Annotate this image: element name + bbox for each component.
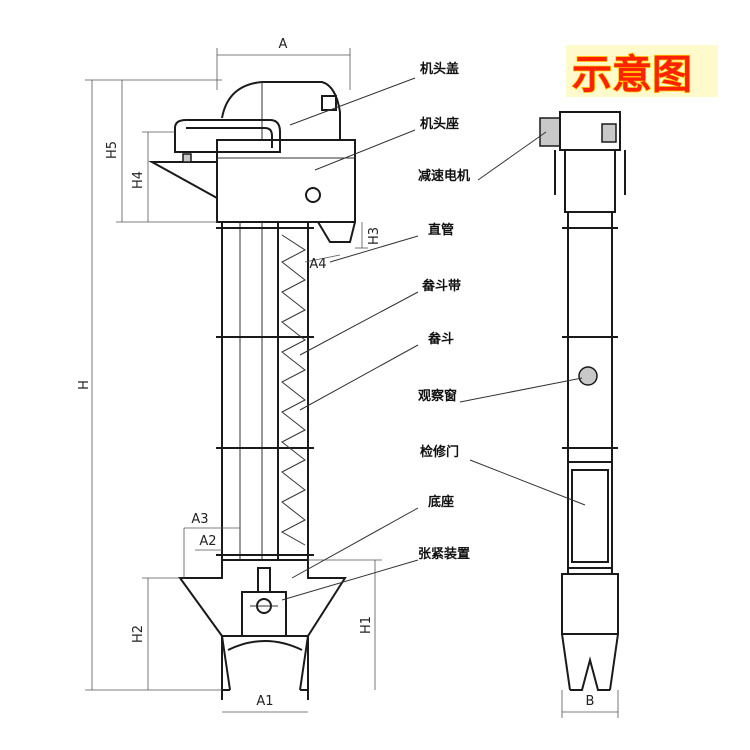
label-bucket: 畚斗 <box>427 331 454 347</box>
base-frame <box>178 559 347 637</box>
label-tensioner: 张紧装置 <box>418 546 470 562</box>
dim-h2: H2 <box>131 625 146 643</box>
leader-tensioner <box>281 559 419 601</box>
chute-bolt <box>182 153 192 163</box>
leader-head-seat <box>314 129 416 171</box>
label-motor: 减速电机 <box>418 168 470 184</box>
shaft-circle <box>305 187 321 203</box>
dim-a2: A2 <box>199 534 216 549</box>
leader-straight-pipe <box>329 235 419 263</box>
leaders <box>281 77 586 601</box>
dim-a4-line <box>304 254 341 263</box>
diagram-title: 示意图 <box>572 52 692 98</box>
leader-bucket-belt <box>299 291 419 356</box>
label-head-seat: 机头座 <box>420 116 459 132</box>
leader-door <box>469 459 586 506</box>
dim-h3: H3 <box>367 227 382 245</box>
window-circle <box>578 366 598 386</box>
return-pipe-inner <box>186 127 273 148</box>
label-straight-pipe: 直管 <box>428 222 454 238</box>
leader-head-cover <box>289 77 416 126</box>
motor-body <box>539 117 561 147</box>
label-access-door: 检修门 <box>420 444 459 460</box>
leader-window <box>459 377 583 403</box>
door-inner <box>571 469 609 563</box>
label-window: 观察窗 <box>418 388 457 404</box>
dim-a4: A4 <box>309 257 326 272</box>
dim-a3: A3 <box>191 512 208 527</box>
front-view <box>148 81 356 700</box>
door-panel <box>567 461 613 569</box>
tensioner-screw <box>257 567 271 593</box>
inlet-hopper <box>317 221 356 243</box>
discharge-chute <box>148 161 218 199</box>
dimensions: A H H5 H4 H3 A4 A3 A2 H2 H1 <box>77 37 619 718</box>
label-head-cover: 机头盖 <box>420 61 459 77</box>
side-base <box>561 573 619 635</box>
head-cover-knob <box>321 95 337 111</box>
dim-h1: H1 <box>359 616 374 634</box>
head-cover-shape <box>221 81 341 140</box>
base-arch <box>227 640 303 651</box>
label-bucket-belt: 畚斗带 <box>421 278 461 294</box>
side-head <box>564 149 616 213</box>
dim-h: H <box>77 380 92 390</box>
return-pipe <box>174 119 281 153</box>
bucket-chain <box>280 234 306 546</box>
side-view <box>539 111 626 691</box>
label-base: 底座 <box>428 494 454 510</box>
dim-a1: A1 <box>256 694 273 709</box>
motor-cap <box>601 123 617 143</box>
leader-bucket <box>299 344 419 411</box>
leader-base <box>291 507 419 579</box>
labels: 机头盖 机头座 减速电机 直管 畚斗带 畚斗 观察窗 检修门 底座 张紧装置 <box>418 61 470 562</box>
dim-h4: H4 <box>131 171 146 189</box>
head-sides <box>554 150 626 195</box>
down-casing <box>221 221 279 561</box>
leader-motor <box>477 131 547 181</box>
dim-h5: H5 <box>105 141 120 159</box>
base-legs <box>221 635 309 700</box>
side-casing <box>567 211 613 575</box>
side-legs <box>561 633 619 691</box>
dim-b: B <box>586 694 595 709</box>
dim-a: A <box>279 37 288 52</box>
title-highlight <box>566 45 718 97</box>
